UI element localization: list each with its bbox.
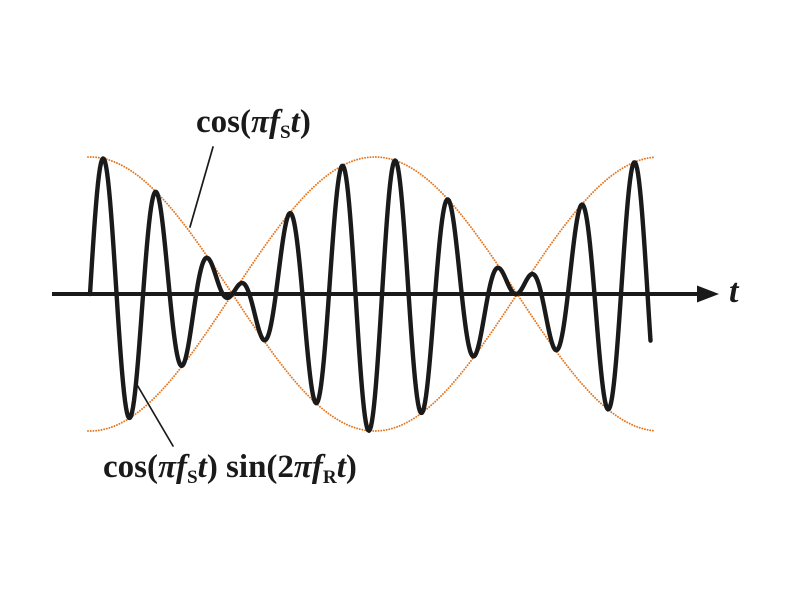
formula-segment: t [336, 449, 346, 485]
formula-segment: ) [345, 449, 357, 485]
time-axis-arrowhead [697, 285, 719, 303]
formula-segment: t [290, 104, 300, 140]
formula-segment: t [197, 449, 207, 485]
formula-segment: πf [293, 449, 323, 485]
formula-segment: ) sin(2 [206, 449, 294, 485]
formula-segment: S [280, 122, 291, 144]
envelope-label-leader-line [189, 146, 214, 228]
formula-segment: πf [157, 449, 187, 485]
upper-envelope-curve [87, 156, 656, 432]
formula-segment: πf [250, 104, 280, 140]
formula-segment: R [322, 467, 337, 489]
signal-label-leader-line [135, 382, 174, 447]
time-axis-label: t [729, 273, 739, 310]
formula-segment: S [187, 467, 198, 489]
formula-segment: ) [299, 104, 311, 140]
formula-segment: cos( [103, 449, 158, 485]
modulated-signal-curve [87, 156, 653, 433]
formula-segment: cos( [196, 104, 251, 140]
envelope-formula-label: cos(πfSt) [196, 104, 311, 144]
signal-formula-label: cos(πfSt) sin(2πfRt) [103, 449, 357, 489]
